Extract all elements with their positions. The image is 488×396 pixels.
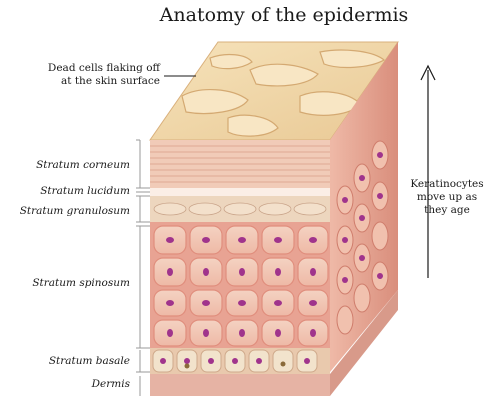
layer-label-basale: Stratum basale <box>49 355 130 367</box>
layer-label-dermis: Dermis <box>92 378 130 390</box>
layer-label-spinosum: Stratum spinosum <box>32 277 130 289</box>
surface-note-line1: Dead cells flaking off <box>20 62 160 75</box>
surface-note-line2: at the skin surface <box>20 75 160 88</box>
layer-label-granulosum: Stratum granulosum <box>20 205 130 217</box>
surface-note: Dead cells flaking off at the skin surfa… <box>20 62 160 88</box>
keratinocytes-note: Keratinocytes move up as they age <box>410 178 484 217</box>
upward-arrow <box>421 66 435 278</box>
granulosum-cells <box>154 203 326 215</box>
layer-brackets <box>136 140 150 396</box>
layer-dermis <box>150 374 330 396</box>
keratinocytes-line1: Keratinocytes <box>410 178 484 191</box>
layer-label-corneum: Stratum corneum <box>36 159 130 171</box>
layer-lucidum <box>150 188 330 196</box>
keratinocytes-line2: move up as <box>410 191 484 204</box>
layer-label-lucidum: Stratum lucidum <box>40 185 130 197</box>
keratinocytes-line3: they age <box>410 204 484 217</box>
